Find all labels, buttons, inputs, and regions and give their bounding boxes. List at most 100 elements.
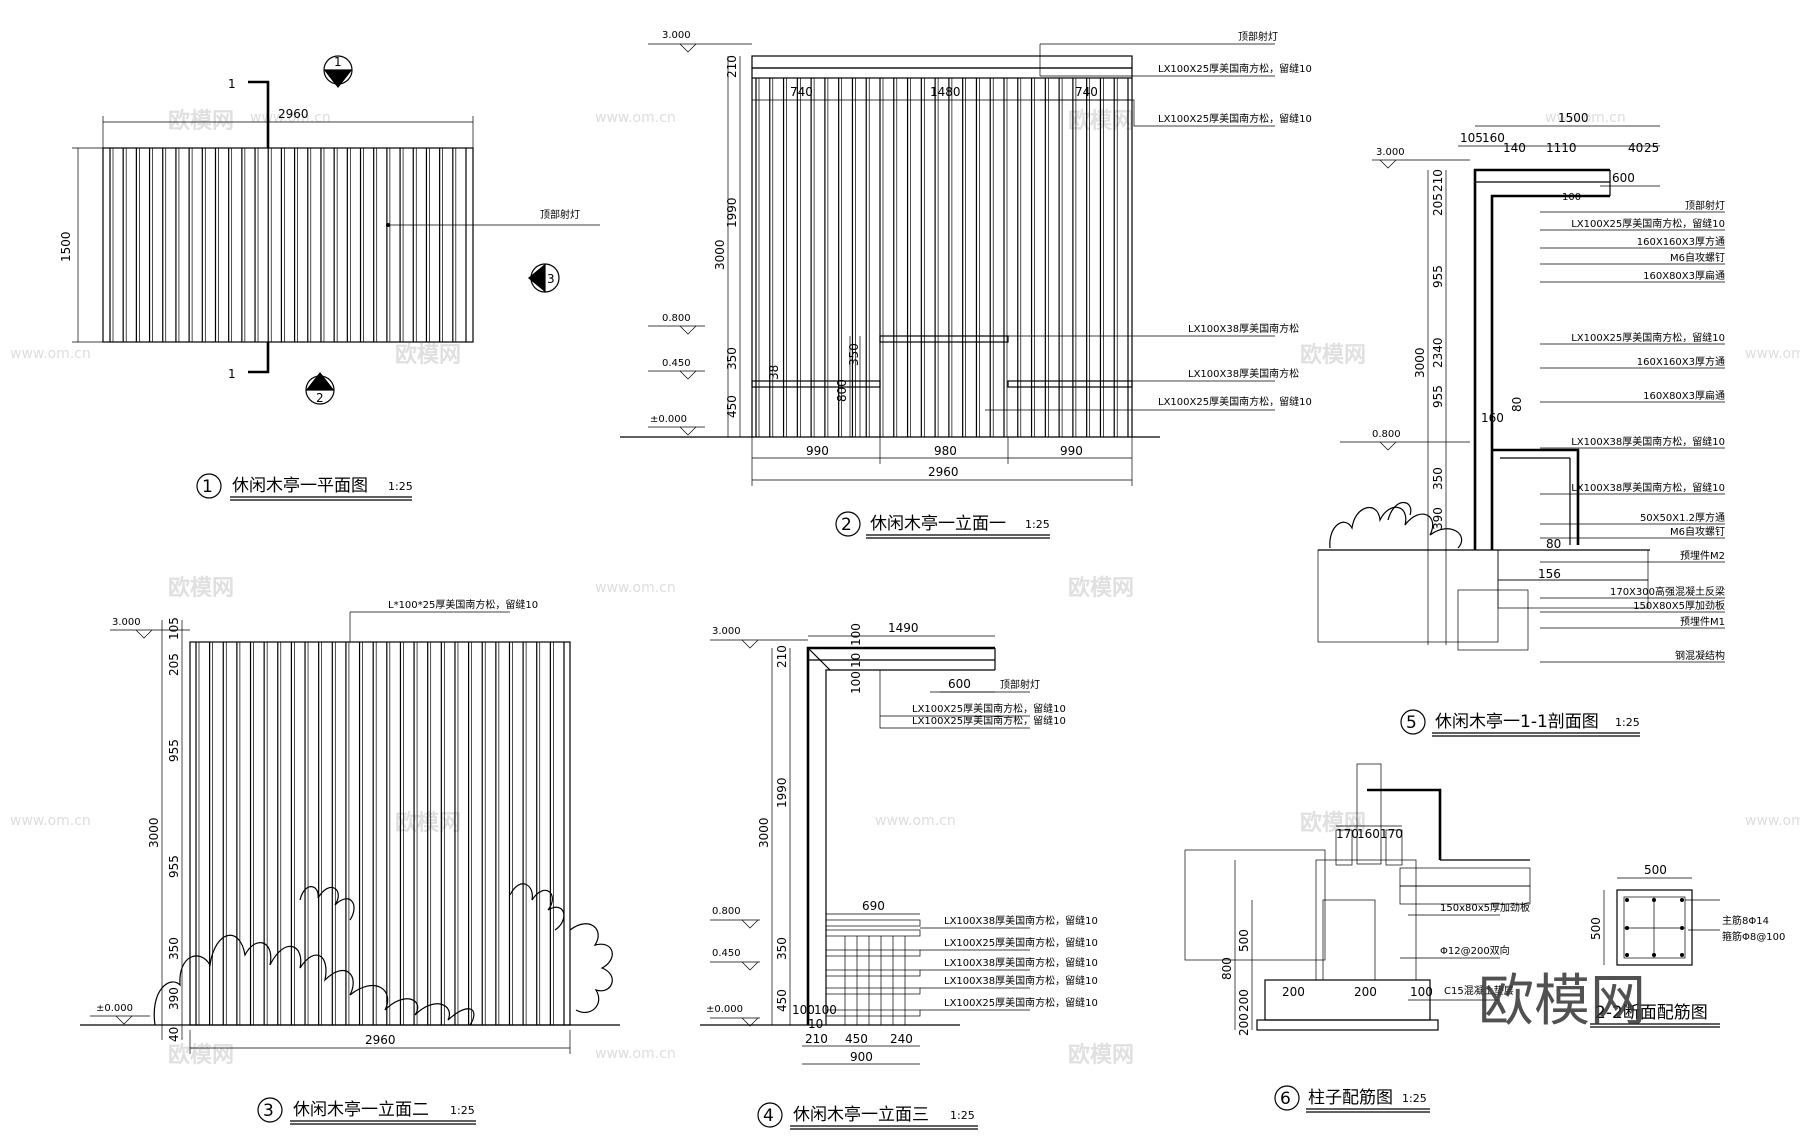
svg-text:1990: 1990 <box>725 197 739 228</box>
elev2-slats <box>195 642 565 1025</box>
svg-text:±0.000: ±0.000 <box>706 1004 743 1015</box>
section-title: 休闲木亭一1-1剖面图 <box>1435 712 1599 732</box>
svg-text:690: 690 <box>862 899 885 913</box>
svg-text:3000: 3000 <box>713 239 727 270</box>
svg-text:105: 105 <box>1460 131 1483 145</box>
svg-text:100: 100 <box>792 1003 815 1017</box>
svg-text:1:25: 1:25 <box>1025 518 1050 531</box>
svg-text:40: 40 <box>167 1027 181 1042</box>
elev3-seat-slat <box>825 929 921 937</box>
svg-text:390: 390 <box>167 987 181 1010</box>
svg-text:1480: 1480 <box>930 85 961 99</box>
svg-text:800: 800 <box>1220 957 1234 980</box>
watermark-url: www.om.cn <box>595 110 676 126</box>
svg-text:100: 100 <box>1562 192 1581 203</box>
svg-text:LX100X38厚美国南方松: LX100X38厚美国南方松 <box>1188 367 1299 380</box>
svg-text:170: 170 <box>1336 827 1359 841</box>
rebar-title: 2-2断面配筋图 <box>1595 1003 1708 1023</box>
column-rebar-detail: 170 160 170 500 800 200 200 200 100 200 … <box>1184 763 1531 1113</box>
svg-text:955: 955 <box>1431 385 1445 408</box>
svg-text:4: 4 <box>763 1106 774 1126</box>
svg-text:205: 205 <box>1431 193 1445 216</box>
svg-text:3.000: 3.000 <box>1376 147 1405 158</box>
svg-text:±0.000: ±0.000 <box>96 1003 133 1014</box>
section-note: LX100X38厚美国南方松，留缝10 <box>1571 435 1725 448</box>
plan-outline <box>102 147 474 343</box>
watermark-url: www.om.cn <box>595 1046 676 1062</box>
svg-text:顶部射灯: 顶部射灯 <box>1238 30 1278 43</box>
plan-view: 2960 1500 1 1 1 3 2 顶部射 <box>59 55 600 501</box>
plan-width-dim: 1500 <box>59 231 73 262</box>
svg-text:200: 200 <box>1282 985 1305 999</box>
watermark-text: 欧模网 <box>395 342 461 368</box>
svg-text:6: 6 <box>1280 1089 1291 1109</box>
svg-text:210: 210 <box>1431 169 1445 192</box>
svg-text:80: 80 <box>1510 397 1524 412</box>
section-note: M6自攻螺钉 <box>1670 525 1725 538</box>
svg-text:600: 600 <box>1612 171 1635 185</box>
section-note: 预埋件M1 <box>1680 616 1725 628</box>
svg-text:210: 210 <box>775 645 789 668</box>
svg-text:600: 600 <box>948 677 971 691</box>
svg-text:450: 450 <box>775 989 789 1012</box>
svg-text:150x80x5厚加劲板: 150x80x5厚加劲板 <box>1440 901 1530 914</box>
svg-text:105: 105 <box>167 617 181 640</box>
svg-text:3000: 3000 <box>1413 347 1427 378</box>
watermark-text: 欧模网 <box>1068 575 1134 601</box>
watermark-url: www.om.cn <box>1545 110 1626 126</box>
svg-text:1:25: 1:25 <box>450 1104 475 1117</box>
svg-text:955: 955 <box>167 739 181 762</box>
section-note: 钢混凝结构 <box>1675 649 1725 662</box>
svg-text:1990: 1990 <box>775 777 789 808</box>
svg-text:L*100*25厚美国南方松，留缝10: L*100*25厚美国南方松，留缝10 <box>388 598 538 611</box>
watermark-text: 欧模网 <box>168 108 234 134</box>
svg-text:LX100X25厚美国南方松，留缝10: LX100X25厚美国南方松，留缝10 <box>912 702 1066 715</box>
svg-text:LX100X25厚美国南方松，留缝10: LX100X25厚美国南方松，留缝10 <box>912 714 1066 727</box>
svg-text:240: 240 <box>890 1032 913 1046</box>
section-mark-top: 1 <box>228 77 236 91</box>
elev1-levels: 3.000 0.800 0.450 ±0.000 <box>648 30 752 436</box>
section-1-1: 3.000 0.800 210 205 955 2340 3000 955 35… <box>1317 111 1725 737</box>
svg-text:LX100X38厚美国南方松，留缝10: LX100X38厚美国南方松，留缝10 <box>944 956 1098 969</box>
callout-bottom: 2 <box>305 372 335 405</box>
svg-text:955: 955 <box>1431 265 1445 288</box>
svg-text:450: 450 <box>725 395 739 418</box>
plan-number: 1 <box>202 477 213 497</box>
svg-text:10: 10 <box>849 653 863 668</box>
svg-text:100: 100 <box>814 1003 837 1017</box>
svg-text:990: 990 <box>1060 444 1083 458</box>
svg-text:1500: 1500 <box>1558 111 1589 125</box>
svg-text:740: 740 <box>790 85 813 99</box>
svg-text:160: 160 <box>1481 411 1504 425</box>
svg-text:350: 350 <box>1431 467 1445 490</box>
svg-text:2: 2 <box>841 515 852 535</box>
brand-logo-watermark: 欧模网 <box>1478 969 1646 1034</box>
svg-text:200: 200 <box>1237 989 1251 1012</box>
svg-text:350: 350 <box>725 347 739 370</box>
svg-text:±0.000: ±0.000 <box>650 414 687 425</box>
svg-text:LX100X25厚美国南方松，留缝10: LX100X25厚美国南方松，留缝10 <box>944 996 1098 1009</box>
svg-text:1:25: 1:25 <box>950 1109 975 1122</box>
svg-text:210: 210 <box>805 1032 828 1046</box>
svg-text:200: 200 <box>1237 1013 1251 1036</box>
svg-text:390: 390 <box>1431 507 1445 530</box>
elev3-seat-slat <box>825 987 921 995</box>
svg-text:1:25: 1:25 <box>1402 1092 1427 1105</box>
svg-text:0.450: 0.450 <box>662 358 691 369</box>
elev1-slats <box>755 78 1129 437</box>
elevation-three: 3.000 0.800 0.450 ±0.000 210 1990 3000 3… <box>700 621 1098 1130</box>
elev3-seat-slat <box>825 949 921 957</box>
svg-text:1110: 1110 <box>1546 141 1577 155</box>
elev3-seat <box>825 919 921 1025</box>
section-note: 预埋件M2 <box>1680 550 1725 562</box>
svg-text:10: 10 <box>808 1017 823 1031</box>
section-note: 170X300高强混凝土反梁 <box>1610 585 1725 598</box>
svg-text:160: 160 <box>1357 827 1380 841</box>
section-note: M6自攻螺钉 <box>1670 251 1725 264</box>
section-mark-bottom: 1 <box>228 367 236 381</box>
svg-text:LX100X25厚美国南方松，留缝10: LX100X25厚美国南方松，留缝10 <box>944 936 1098 949</box>
rebar-section-2-2: 500 500 主筋8Φ14 箍筋Φ8@100 2-2断面配筋图 <box>1589 863 1785 1028</box>
svg-text:200: 200 <box>1354 985 1377 999</box>
callout-right: 3 <box>528 263 560 293</box>
section-note: 160X160X3厚方通 <box>1637 355 1725 368</box>
